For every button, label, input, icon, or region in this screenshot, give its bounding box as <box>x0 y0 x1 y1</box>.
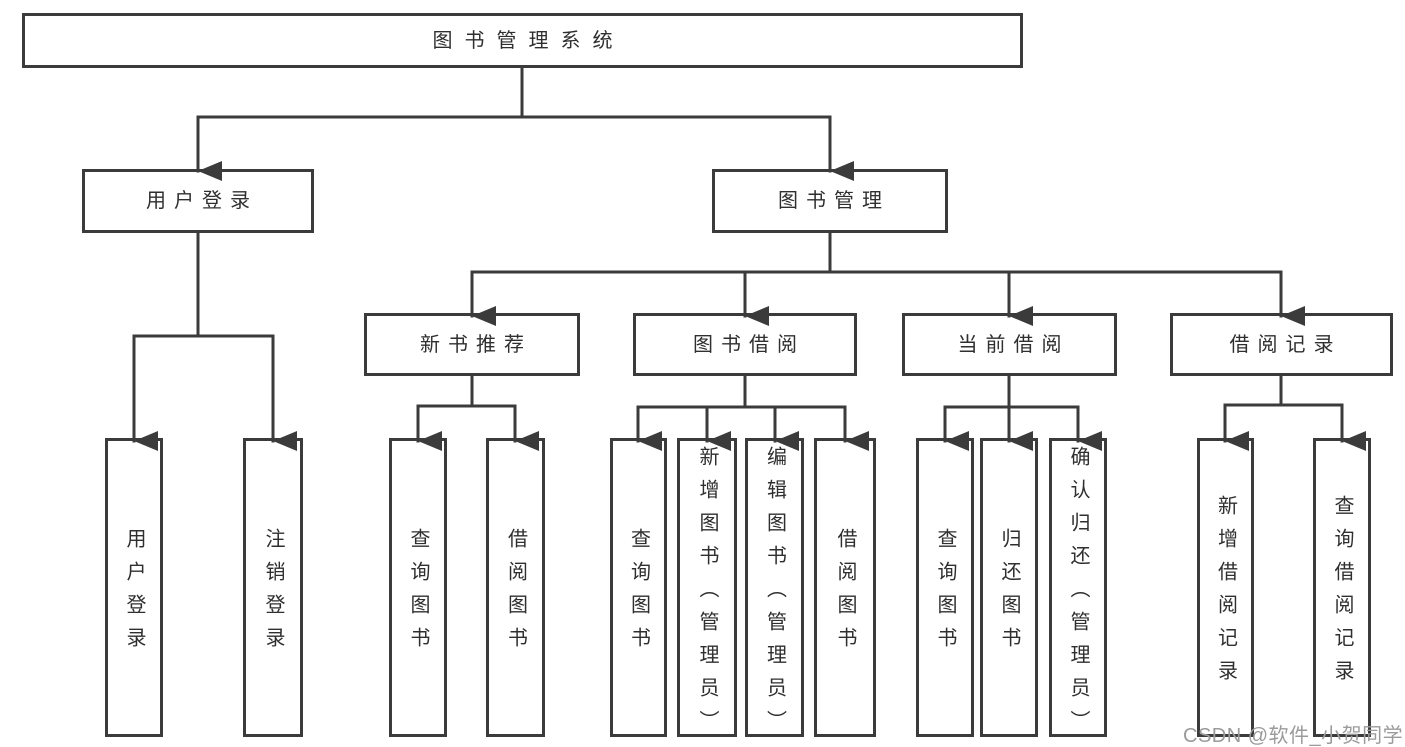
leaf-add-book-admin-label: 新增图书（管理员） <box>696 445 718 743</box>
box-leaf-confirm-return-admin: 确认归还（管理员） <box>1049 438 1107 743</box>
leaf-edit-book-admin-label: 编辑图书（管理员） <box>763 445 786 743</box>
box-current-borrow: 当前借阅 <box>902 313 1117 376</box>
box-leaf-return-books: 归还图书 <box>980 438 1038 737</box>
current-borrow-label: 当前借阅 <box>957 333 1070 356</box>
box-leaf-query-borrow-record: 查询借阅记录 <box>1313 438 1371 737</box>
leaf-query-borrow-record-label: 查询借阅记录 <box>1331 495 1353 693</box>
box-leaf-add-borrow-record: 新增借阅记录 <box>1197 438 1254 737</box>
box-leaf-logout: 注销登录 <box>243 438 303 737</box>
box-leaf-query-books-current: 查询图书 <box>916 438 974 737</box>
book-management-label: 图书管理 <box>778 190 890 212</box>
watermark-text: CSDN @软件_小贺同学 <box>1183 725 1404 747</box>
leaf-add-borrow-record-label: 新增借阅记录 <box>1214 495 1237 693</box>
user-login-label: 用户登录 <box>146 190 258 212</box>
new-book-recommend-label: 新书推荐 <box>420 333 532 356</box>
box-leaf-borrow-books-recommend: 借阅图书 <box>486 438 545 737</box>
box-leaf-add-book-admin: 新增图书（管理员） <box>677 438 737 743</box>
leaf-query-books-recommend-label: 查询图书 <box>407 528 429 660</box>
connector-borrow-records-to-leaves <box>1223 374 1366 451</box>
box-book-borrow: 图书借阅 <box>633 313 857 376</box>
box-leaf-user-login: 用户登录 <box>105 438 163 737</box>
box-book-management: 图书管理 <box>712 169 948 233</box>
box-leaf-query-books-borrow: 查询图书 <box>610 438 667 737</box>
leaf-query-books-borrow-label: 查询图书 <box>627 528 650 660</box>
leaf-borrow-books-recommend-label: 借阅图书 <box>504 528 527 660</box>
leaf-query-books-current-label: 查询图书 <box>934 528 956 660</box>
leaf-confirm-return-admin-label: 确认归还（管理员） <box>1067 445 1089 743</box>
box-system-root: 图书管理系统 <box>22 13 1023 68</box>
connector-new-book-recommend-to-leaves <box>416 374 539 451</box>
leaf-borrow-books-label: 借阅图书 <box>834 528 856 660</box>
box-leaf-borrow-books: 借阅图书 <box>814 438 876 737</box>
connector-user-login-to-leaves <box>132 231 297 451</box>
box-leaf-query-books-recommend: 查询图书 <box>389 438 447 737</box>
book-borrow-label: 图书借阅 <box>693 333 805 356</box>
box-user-login: 用户登录 <box>82 169 314 233</box>
box-borrow-records: 借阅记录 <box>1170 313 1393 376</box>
box-new-book-recommend: 新书推荐 <box>364 313 580 376</box>
connector-current-borrow-to-leaves <box>943 374 1102 451</box>
connector-root-to-level2 <box>196 66 854 181</box>
leaf-return-books-label: 归还图书 <box>998 528 1020 660</box>
box-leaf-edit-book-admin: 编辑图书（管理员） <box>745 438 804 743</box>
connector-book-management-to-level3 <box>470 231 1305 326</box>
leaf-logout-label: 注销登录 <box>262 528 284 660</box>
system-root-label: 图书管理系统 <box>432 29 625 52</box>
leaf-user-login-label: 用户登录 <box>123 528 145 660</box>
connector-book-borrow-to-leaves <box>636 374 869 451</box>
borrow-records-label: 借阅记录 <box>1229 333 1342 356</box>
